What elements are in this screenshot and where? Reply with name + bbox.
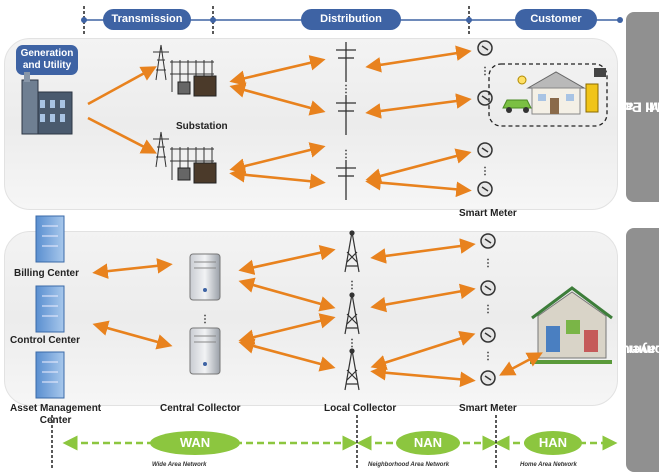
svg-text:⋮: ⋮ bbox=[347, 338, 357, 349]
distribution-poles bbox=[336, 42, 356, 200]
wan-caption: Wide Area Network bbox=[152, 462, 207, 468]
han-badge: HAN bbox=[524, 431, 582, 455]
pole-icon-1 bbox=[336, 42, 356, 82]
svg-text:⋮: ⋮ bbox=[480, 166, 490, 177]
smart-meters-comm bbox=[480, 233, 496, 386]
asset-line-1: Asset Management bbox=[10, 403, 102, 414]
svg-text:⋮: ⋮ bbox=[483, 351, 493, 362]
tower-icons bbox=[344, 230, 360, 391]
substation-icon-bottom bbox=[153, 131, 217, 184]
header-distribution: Distribution bbox=[301, 9, 401, 30]
tower-icon-3 bbox=[344, 348, 360, 391]
pole-icon-2 bbox=[336, 95, 356, 135]
control-center-icon bbox=[35, 285, 65, 333]
central-collector-label: Central Collector bbox=[160, 403, 241, 414]
billing-center-icon bbox=[35, 215, 65, 263]
nan-badge: NAN bbox=[396, 431, 460, 455]
comm-layer-tab: AMI CommunicationSystem Layer (SMN) bbox=[626, 228, 659, 472]
home-network-icon bbox=[530, 286, 613, 364]
power-layer-tab: AMI PowerSystem Layer bbox=[626, 12, 659, 202]
header-customer: Customer bbox=[515, 9, 597, 30]
tower-icon-1 bbox=[344, 230, 360, 273]
substation-label: Substation bbox=[176, 121, 228, 132]
pole-icon-3 bbox=[336, 160, 356, 200]
smart-meter-power-label: Smart Meter bbox=[459, 208, 517, 219]
nan-caption: Neighborhood Area Network bbox=[368, 462, 450, 468]
svg-text:⋮: ⋮ bbox=[341, 84, 351, 95]
svg-text:⋮: ⋮ bbox=[483, 304, 493, 315]
generation-line-1: Generation bbox=[20, 48, 74, 59]
control-center-label: Control Center bbox=[10, 335, 80, 346]
comm-arrows bbox=[92, 238, 543, 388]
asset-management-icon bbox=[35, 351, 65, 399]
svg-text:⋮: ⋮ bbox=[483, 258, 493, 269]
svg-text:⋮: ⋮ bbox=[200, 314, 210, 325]
generation-line-2: and Utility bbox=[22, 60, 72, 71]
generation-utility-label: Generation and Utility bbox=[16, 45, 78, 75]
home-icon bbox=[488, 63, 608, 127]
asset-management-label: Asset Management Center bbox=[10, 403, 101, 427]
power-arrows bbox=[87, 45, 472, 198]
server-icon-bottom bbox=[189, 327, 221, 375]
svg-text:⋮: ⋮ bbox=[480, 66, 490, 77]
power-plant-icon bbox=[21, 72, 73, 135]
asset-line-2: Center bbox=[39, 415, 72, 426]
tower-icon-2 bbox=[344, 292, 360, 335]
svg-text:⋮: ⋮ bbox=[347, 280, 357, 291]
billing-center-label: Billing Center bbox=[14, 268, 80, 279]
server-icon-top bbox=[189, 253, 221, 301]
network-bar bbox=[51, 415, 618, 470]
header-transmission: Transmission bbox=[103, 9, 191, 30]
svg-text:⋮: ⋮ bbox=[341, 149, 351, 160]
han-caption: Home Area Network bbox=[520, 462, 577, 468]
substation-icon-top bbox=[153, 44, 217, 97]
smart-meter-comm-label: Smart Meter bbox=[459, 403, 517, 414]
local-collector-label: Local Collector bbox=[324, 403, 397, 414]
wan-badge: WAN bbox=[150, 431, 240, 455]
